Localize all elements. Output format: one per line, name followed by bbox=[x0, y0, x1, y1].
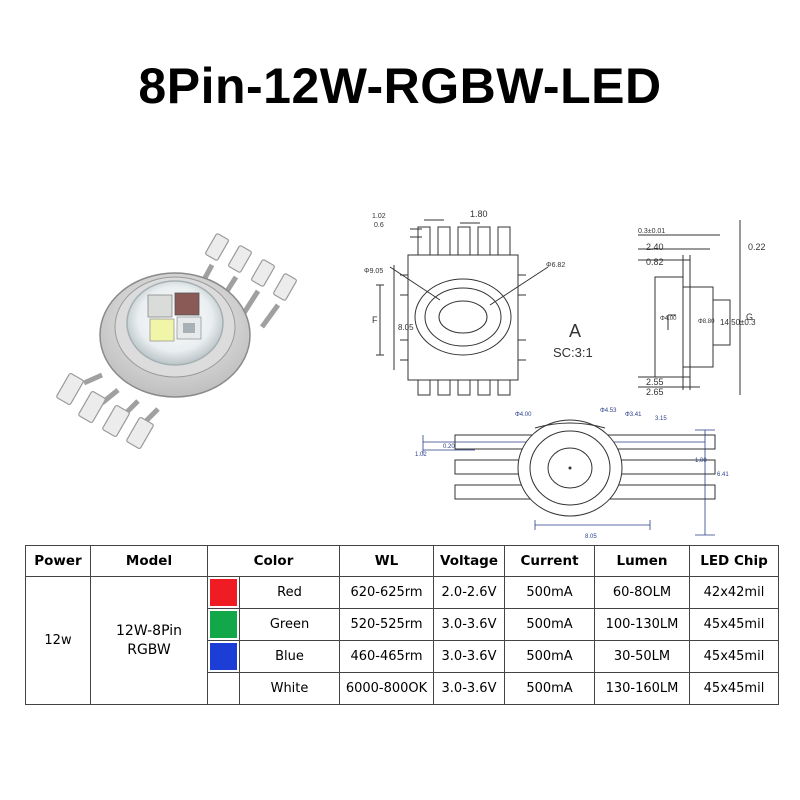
chip-cell: 45x45mil bbox=[689, 608, 779, 641]
header-voltage: Voltage bbox=[433, 545, 505, 577]
power-cell: 12w bbox=[25, 576, 91, 705]
lumen-cell: 60-8OLM bbox=[594, 576, 690, 609]
voltage-cell: 3.0-3.6V bbox=[433, 608, 505, 641]
svg-text:Φ4.53: Φ4.53 bbox=[600, 408, 617, 414]
svg-text:0.20: 0.20 bbox=[443, 444, 455, 450]
header-color: Color bbox=[207, 545, 340, 577]
model-line-2: RGBW bbox=[127, 641, 171, 658]
svg-text:1.00: 1.00 bbox=[695, 458, 707, 464]
svg-text:0.22: 0.22 bbox=[748, 242, 766, 252]
color-swatch-white bbox=[207, 672, 240, 705]
header-led-chip: LED Chip bbox=[689, 545, 779, 577]
svg-text:2.55: 2.55 bbox=[646, 377, 664, 387]
svg-text:1.80: 1.80 bbox=[470, 209, 488, 219]
svg-text:Φ8.80: Φ8.80 bbox=[698, 319, 715, 325]
chip-cell: 45x45mil bbox=[689, 640, 779, 673]
red-swatch-icon bbox=[210, 579, 237, 606]
color-cell: White bbox=[239, 672, 340, 705]
spec-table: Power Model Color WL Voltage Current Lum… bbox=[25, 545, 779, 705]
svg-text:2.65: 2.65 bbox=[646, 387, 664, 397]
color-cell: Green bbox=[239, 608, 340, 641]
svg-text:Φ3.41: Φ3.41 bbox=[625, 412, 642, 418]
voltage-cell: 3.0-3.6V bbox=[433, 640, 505, 673]
header-wl: WL bbox=[339, 545, 434, 577]
lumen-cell: 130-160LM bbox=[594, 672, 690, 705]
header-lumen: Lumen bbox=[594, 545, 690, 577]
current-cell: 500mA bbox=[504, 672, 595, 705]
color-swatch-green bbox=[207, 608, 240, 641]
wl-cell: 6000-800OK bbox=[339, 672, 434, 705]
current-cell: 500mA bbox=[504, 576, 595, 609]
svg-text:0.82: 0.82 bbox=[646, 257, 664, 267]
header-current: Current bbox=[504, 545, 595, 577]
top-view-drawing: 1.02 0.6 1.80 Φ9.05 Φ6.82 F 8.05 A SC:3:… bbox=[364, 209, 766, 397]
voltage-cell: 3.0-3.6V bbox=[433, 672, 505, 705]
svg-text:0.6: 0.6 bbox=[374, 222, 384, 229]
svg-text:Φ9.05: Φ9.05 bbox=[364, 268, 383, 275]
color-cell: Blue bbox=[239, 640, 340, 673]
led-product-image bbox=[56, 233, 297, 449]
white-swatch-icon bbox=[210, 675, 237, 702]
color-swatch-red bbox=[207, 576, 240, 609]
wl-cell: 520-525rm bbox=[339, 608, 434, 641]
lumen-cell: 30-50LM bbox=[594, 640, 690, 673]
svg-text:SC:3:1: SC:3:1 bbox=[553, 345, 593, 360]
svg-text:8.05: 8.05 bbox=[585, 534, 597, 540]
svg-text:F: F bbox=[372, 315, 378, 325]
svg-text:1.02: 1.02 bbox=[372, 213, 386, 220]
table-row: White 6000-800OK 3.0-3.6V 500mA 130-160L… bbox=[26, 672, 779, 705]
wl-cell: 620-625rm bbox=[339, 576, 434, 609]
chip-cell: 45x45mil bbox=[689, 672, 779, 705]
current-cell: 500mA bbox=[504, 640, 595, 673]
front-view-drawing: Φ4.00 Φ4.53 Φ3.41 3.15 0.20 1.02 1.00 6.… bbox=[415, 408, 729, 540]
color-cell: Red bbox=[239, 576, 340, 609]
svg-text:3.15: 3.15 bbox=[655, 416, 667, 422]
green-swatch-icon bbox=[210, 611, 237, 638]
table-header-row: Power Model Color WL Voltage Current Lum… bbox=[25, 545, 779, 577]
table-row: Blue 460-465rm 3.0-3.6V 500mA 30-50LM 45… bbox=[26, 640, 779, 673]
header-model: Model bbox=[90, 545, 208, 577]
blue-swatch-icon bbox=[210, 643, 237, 670]
svg-text:8.05: 8.05 bbox=[398, 323, 414, 332]
current-cell: 500mA bbox=[504, 608, 595, 641]
model-line-1: 12W-8Pin bbox=[116, 622, 182, 639]
svg-text:Φ4.00: Φ4.00 bbox=[515, 412, 532, 418]
color-swatch-blue bbox=[207, 640, 240, 673]
wl-cell: 460-465rm bbox=[339, 640, 434, 673]
svg-text:1.02: 1.02 bbox=[415, 452, 427, 458]
svg-text:G: G bbox=[746, 312, 753, 322]
page-title: 8Pin-12W-RGBW-LED bbox=[138, 58, 662, 114]
svg-text:Φ4.00: Φ4.00 bbox=[660, 316, 677, 322]
voltage-cell: 2.0-2.6V bbox=[433, 576, 505, 609]
svg-text:A: A bbox=[569, 321, 581, 341]
header-power: Power bbox=[25, 545, 91, 577]
chip-cell: 42x42mil bbox=[689, 576, 779, 609]
svg-text:Φ6.82: Φ6.82 bbox=[546, 262, 565, 269]
lumen-cell: 100-130LM bbox=[594, 608, 690, 641]
svg-text:2.40: 2.40 bbox=[646, 242, 664, 252]
svg-text:14.50±0.3: 14.50±0.3 bbox=[720, 318, 756, 327]
svg-text:6.41: 6.41 bbox=[717, 472, 729, 478]
svg-text:0.3±0.01: 0.3±0.01 bbox=[638, 228, 665, 235]
